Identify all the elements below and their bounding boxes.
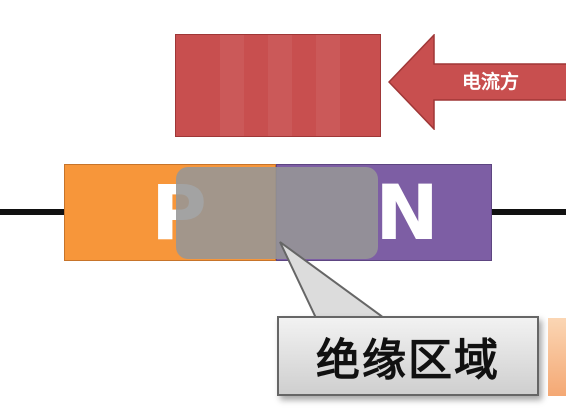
insulation-region-overlay — [176, 167, 378, 259]
current-direction-label: 电流方 — [462, 71, 520, 93]
current-direction-arrow-icon — [388, 34, 566, 130]
wire-left — [0, 209, 66, 215]
insulation-callout-text: 绝缘区域 — [316, 335, 500, 386]
n-region-label: N — [375, 167, 439, 257]
n-region-block: N — [276, 164, 492, 261]
right-accent-box — [548, 318, 566, 396]
insulation-callout: 绝缘区域 — [277, 316, 539, 396]
current-block — [175, 34, 381, 137]
wire-right — [490, 209, 566, 215]
callout-pointer — [279, 241, 386, 319]
